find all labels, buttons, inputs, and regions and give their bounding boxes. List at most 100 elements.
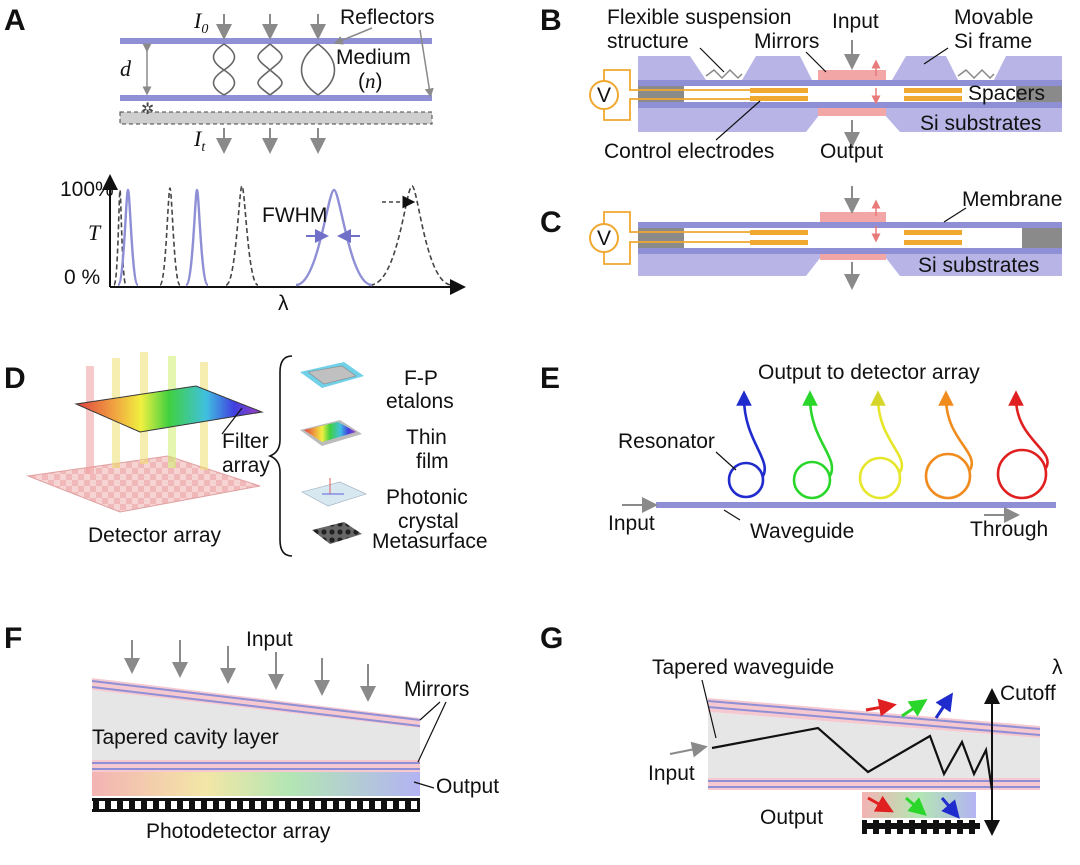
photodetector-label: Photodetector array: [146, 820, 331, 843]
electrode-top-right: [904, 88, 962, 93]
resonator-label: Resonator: [618, 430, 715, 453]
waveguide-label: Waveguide: [750, 520, 854, 543]
input-window-c: [820, 212, 886, 222]
reflector-pointer-top: [333, 27, 373, 45]
structure-label: structure: [607, 30, 689, 53]
drop-red: [1008, 390, 1049, 469]
si-frame-label: Si frame: [954, 30, 1032, 53]
out-green: [905, 796, 927, 816]
solid-peak-2: [184, 188, 210, 287]
thin-film-thumb: [300, 420, 362, 446]
output-label-b: Output: [820, 140, 883, 163]
voltage-label-c: V: [597, 227, 611, 250]
mirrors-pointer-f-bottom: [417, 701, 447, 763]
dashed-peak-2: [159, 187, 181, 286]
fp-etalons-thumb: [300, 362, 364, 388]
photonic-crystal-thumb: [301, 478, 367, 507]
voltage-label-b: V: [597, 84, 611, 107]
panel-c: C V Membrane Si substrates: [540, 186, 1062, 290]
output-label-g: Output: [760, 806, 823, 829]
drop-blue: [736, 390, 766, 477]
input-label-f: Input: [246, 628, 293, 651]
fp-label: F-P: [404, 367, 438, 390]
panel-g: G Tapered waveguide Cutoff λ Input: [540, 622, 1063, 836]
thin-label: Thin: [406, 426, 447, 449]
bottom-substrate-c: [638, 254, 1062, 276]
tapered-pointer: [701, 679, 717, 739]
drop-orange: [938, 390, 974, 471]
input-label-g: Input: [648, 762, 695, 785]
drop-green: [802, 390, 834, 477]
panel-a: A d ✲ I0 It Reflectors Medium: [4, 4, 435, 155]
standing-wave-1: [212, 43, 236, 96]
input-window: [818, 70, 886, 80]
top-reflector: [120, 38, 432, 44]
top-far-right-frame: [994, 56, 1062, 80]
electrode-bottom-left-c: [750, 240, 808, 245]
tapered-cavity: [92, 690, 420, 760]
membrane-pointer: [943, 207, 967, 223]
filter-types-brace: [267, 355, 293, 557]
spacer-right: [1016, 86, 1062, 102]
photodetector-strip: [92, 798, 420, 812]
ring-yellow: [858, 456, 902, 500]
panel-letter-b: B: [540, 4, 562, 37]
output-spectrum: [92, 772, 420, 796]
bus-waveguide: [656, 502, 1056, 508]
solid-peak-1: [116, 188, 140, 287]
escape-red: [865, 698, 897, 717]
panel-a-transmission-chart: T 100% 0 % λ FWHM: [60, 174, 466, 315]
input-label-b: Input: [832, 10, 879, 33]
fwhm-label: FWHM: [262, 204, 327, 227]
tapered-core: [708, 712, 1040, 778]
medium-label: Medium: [336, 46, 411, 69]
flexible-label: Flexible suspension: [607, 6, 791, 29]
thickness-label: d: [120, 56, 132, 81]
transmitted-intensity-label: It: [193, 126, 206, 155]
electrode-top-left: [750, 88, 808, 93]
electrode-top-left-c: [750, 230, 808, 235]
panel-d: D Filter array Detector array: [4, 352, 488, 557]
flexible-pointer: [699, 47, 725, 73]
si-substrates-label-c: Si substrates: [918, 254, 1039, 277]
resonator-pointer: [715, 451, 737, 471]
mirrors-pointer-f-top: [419, 701, 441, 721]
ring-green: [792, 460, 832, 500]
photodetector-strip-g: [862, 820, 980, 834]
panel-e: E Output to detector array Resonator Inp…: [540, 361, 1056, 543]
filter-pointer: [221, 407, 243, 435]
escape-green: [901, 699, 928, 718]
dashed-spectrum: [113, 185, 453, 286]
output-window-c: [820, 254, 886, 260]
reflector-pointer-bottom: [419, 29, 434, 98]
filter-array-gridlines: [75, 385, 263, 433]
metasurface-label: Metasurface: [372, 530, 488, 553]
si-substrates-label-b: Si substrates: [920, 112, 1041, 135]
top-right-frame: [892, 56, 958, 80]
filter-label: Filter: [222, 430, 269, 453]
electrode-pointer: [715, 100, 761, 141]
spacer-right-c: [1022, 228, 1062, 248]
panel-letter-a: A: [4, 4, 26, 37]
spring-left: [705, 68, 743, 80]
top-left-substrate: [638, 56, 706, 80]
waveguide-pointer: [723, 509, 741, 521]
ring-orange: [924, 452, 972, 500]
beam-5: [86, 366, 94, 474]
membrane-label: Membrane: [962, 188, 1062, 211]
bottom-mirror-c: [638, 248, 1062, 254]
tapered-waveguide-label: Tapered waveguide: [652, 656, 834, 679]
output-pointer-f: [413, 781, 435, 789]
y-axis-label: T: [88, 220, 102, 245]
spacer-left-c: [638, 228, 684, 248]
star-mark: ✲: [141, 99, 154, 118]
reflectors-label: Reflectors: [340, 6, 435, 29]
output-label-f: Output: [436, 775, 499, 798]
solid-peak-3: [295, 188, 373, 287]
spring-right: [957, 68, 995, 80]
top-mirror-layer: [638, 80, 1062, 86]
cutoff-label: Cutoff: [1000, 682, 1056, 705]
out-red: [867, 795, 894, 813]
membrane-layer: [638, 222, 1062, 228]
